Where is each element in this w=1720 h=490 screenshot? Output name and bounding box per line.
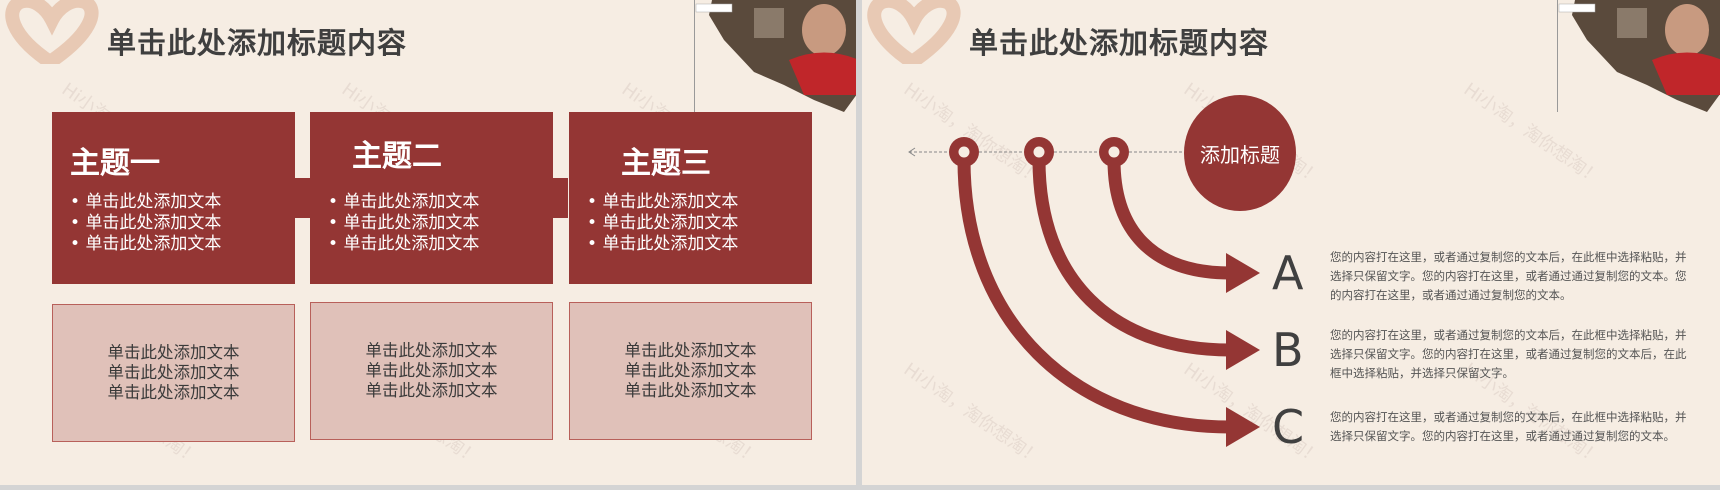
divider — [1557, 0, 1558, 112]
box-line: 单击此处添加文本 — [624, 381, 757, 400]
curved-arrows-diagram — [908, 137, 1260, 447]
bullet-item: 单击此处添加文本 — [70, 213, 221, 234]
curve-b — [1032, 159, 1231, 357]
bullet-item: 单击此处添加文本 — [70, 192, 221, 213]
photo-child-classroom — [695, 0, 856, 112]
slide-1[interactable]: 单击此处添加标题内容 Hi小淘，淘你想淘！ Hi小淘，淘你想淘！ Hi小淘，淘你… — [0, 0, 856, 485]
divider — [694, 0, 695, 112]
circle-label: 添加标题 — [1200, 142, 1280, 167]
heart-hands-icon — [867, 0, 961, 64]
bullet-item: 单击此处添加文本 — [70, 234, 221, 255]
box-line: 单击此处添加文本 — [365, 341, 498, 360]
letter-c: C — [1272, 400, 1305, 454]
text-box-1[interactable]: 单击此处添加文本单击此处添加文本单击此处添加文本 — [52, 304, 295, 442]
arrowhead-a — [1226, 253, 1260, 293]
slide-title[interactable]: 单击此处添加标题内容 — [107, 26, 408, 60]
text-box-3[interactable]: 单击此处添加文本单击此处添加文本单击此处添加文本 — [569, 302, 812, 440]
curve-c — [957, 159, 1231, 434]
topic-heading: 主题二 — [352, 139, 442, 174]
topic-heading: 主题三 — [621, 146, 711, 181]
arrow-left-icon — [908, 147, 916, 157]
topic-heading: 主题一 — [70, 146, 160, 181]
box-line: 单击此处添加文本 — [624, 361, 757, 380]
arrowhead-b — [1226, 330, 1260, 370]
slide-title[interactable]: 单击此处添加标题内容 — [969, 26, 1270, 60]
box-line: 单击此处添加文本 — [107, 363, 240, 382]
bullet-item: 单击此处添加文本 — [328, 213, 479, 234]
curve-a — [1107, 159, 1231, 280]
box-line: 单击此处添加文本 — [365, 361, 498, 380]
box-line: 单击此处添加文本 — [107, 343, 240, 362]
heart-hands-icon — [5, 0, 99, 64]
paragraph-b[interactable]: 您的内容打在这里，或者通过复制您的文本后，在此框中选择粘贴，并选择只保留文字。您… — [1330, 328, 1687, 380]
letter-a: A — [1272, 246, 1304, 300]
box-line: 单击此处添加文本 — [624, 341, 757, 360]
bullet-item: 单击此处添加文本 — [328, 192, 479, 213]
bullet-item: 单击此处添加文本 — [328, 234, 479, 255]
photo-child-classroom — [1558, 0, 1720, 112]
box-line: 单击此处添加文本 — [107, 383, 240, 402]
arrowhead-c — [1226, 407, 1260, 447]
title-circle[interactable]: 添加标题 — [1184, 95, 1296, 211]
bullet-item: 单击此处添加文本 — [587, 213, 738, 234]
connector-bar — [294, 178, 310, 218]
letter-b: B — [1272, 323, 1304, 377]
bullet-item: 单击此处添加文本 — [587, 234, 738, 255]
bullet-item: 单击此处添加文本 — [587, 192, 738, 213]
paragraph-c[interactable]: 您的内容打在这里，或者通过复制您的文本后，在此框中选择粘贴，并选择只保留文字。您… — [1330, 410, 1687, 443]
slide-2[interactable]: 单击此处添加标题内容 Hi小淘，淘你想淘！ Hi小淘，淘你想淘！ Hi小淘，淘你… — [862, 0, 1720, 485]
text-box-2[interactable]: 单击此处添加文本单击此处添加文本单击此处添加文本 — [310, 302, 553, 440]
box-line: 单击此处添加文本 — [365, 381, 498, 400]
paragraph-a[interactable]: 您的内容打在这里，或者通过复制您的文本后，在此框中选择粘贴，并选择只保留文字。您… — [1330, 250, 1687, 302]
connector-bar — [552, 178, 568, 218]
